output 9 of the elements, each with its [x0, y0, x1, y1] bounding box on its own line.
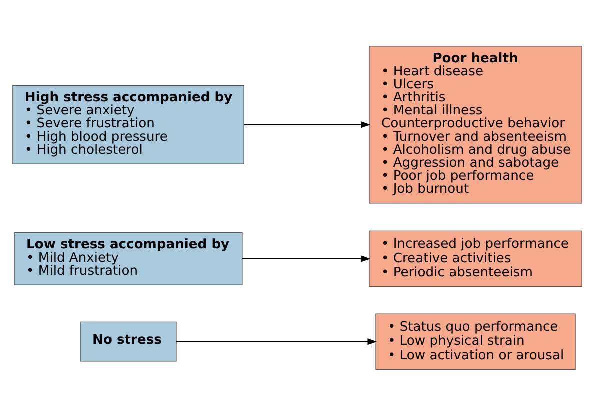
node-box: No stress [80, 322, 177, 362]
arrow [242, 256, 371, 262]
arrow [244, 122, 371, 128]
arrow [176, 338, 378, 346]
node-box: Low stress accompanied by • Mild Anxiety • Mild frustration [14, 232, 243, 286]
node-box: • Status quo performance • Low physical strain • Low activation or arousal [376, 314, 576, 370]
node-box: • Increased job performance • Creative activities • Periodic absenteeism [369, 230, 582, 288]
node-box: High stress accompanied by • Severe anxiety • Severe frustration • High blood pressure • High cholesterol [12, 85, 244, 164]
node-box: Poor health • Heart disease • Ulcers • Arthritis • Mental illness Counterproductive behavior • Turnover and absenteeism • Alcoholism and drug abuse • Aggression and sabotage • Poor job performance • Job burnout [369, 46, 582, 204]
